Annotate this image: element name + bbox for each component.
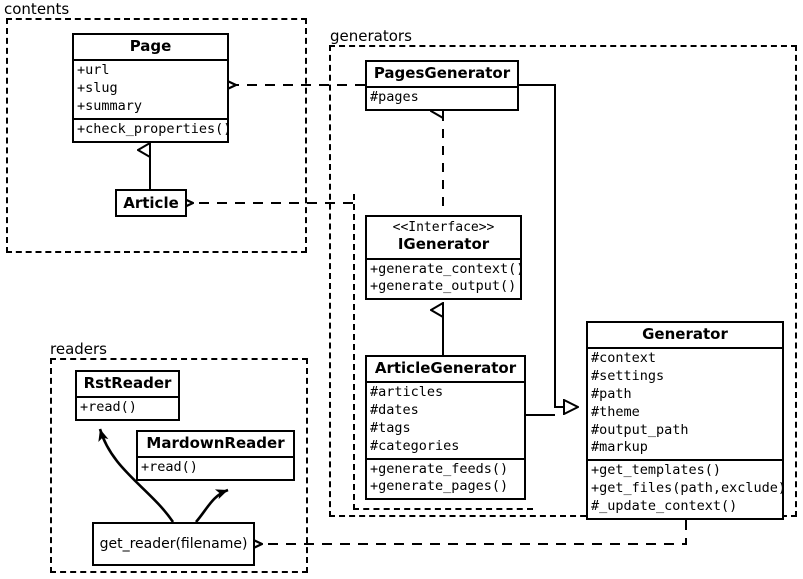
class-attributes-page: +url +slug +summary — [74, 59, 227, 117]
class-methods-article-generator: +generate_feeds() +generate_pages() — [367, 457, 524, 499]
package-frame-contents — [6, 18, 307, 253]
class-methods-generator: +get_templates() +get_files(path,exclude… — [588, 459, 787, 517]
method: +generate_pages() — [370, 478, 509, 495]
attribute: #output_path — [591, 421, 689, 438]
class-stereotype-igenerator: <<Interface>> — [392, 220, 495, 235]
attribute: #theme — [591, 403, 640, 420]
attribute: #path — [591, 385, 632, 402]
class-title-pages-generator: PagesGenerator — [373, 64, 511, 82]
function-box-get-reader[interactable]: get_reader(filename) — [92, 522, 255, 566]
method: +check_properties() — [77, 120, 232, 137]
class-title-article: Article — [123, 194, 179, 212]
method: +read() — [141, 459, 198, 476]
package-label-generators: generators — [330, 27, 412, 45]
method: +get_files(path,exclude) — [591, 479, 787, 496]
attribute: #articles — [370, 384, 444, 401]
attribute: #categories — [370, 437, 460, 454]
package-frame-readers — [50, 358, 308, 573]
class-title-article-generator: ArticleGenerator — [374, 359, 517, 377]
class-methods-rst-reader: +read() — [77, 396, 178, 419]
method: +generate_context() — [370, 260, 525, 277]
class-title-rst-reader: RstReader — [83, 374, 172, 392]
method: +generate_feeds() — [370, 460, 509, 477]
class-methods-igenerator: +generate_context() +generate_output() — [367, 257, 525, 299]
class-name-igenerator: IGenerator — [397, 235, 490, 254]
class-box-page[interactable]: Page +url +slug +summary +check_properti… — [72, 33, 232, 143]
class-box-mardown-reader[interactable]: MardownReader +read() — [136, 430, 295, 482]
package-label-contents: contents — [4, 0, 70, 18]
class-methods-mardown-reader: +read() — [138, 456, 293, 479]
class-box-article[interactable]: Article — [115, 189, 187, 217]
class-attributes-pages-generator: #pages — [367, 86, 517, 109]
attribute: #tags — [370, 419, 411, 436]
attribute: #pages — [370, 89, 419, 106]
function-label-get-reader: get_reader(filename) — [99, 536, 248, 552]
method: +get_templates() — [591, 462, 722, 479]
attribute: +url — [77, 62, 110, 79]
class-box-rst-reader[interactable]: RstReader +read() — [75, 370, 180, 422]
class-title-igenerator: <<Interface>> IGenerator — [367, 217, 520, 258]
class-attributes-article-generator: #articles #dates #tags #categories — [367, 381, 524, 457]
attribute: +slug — [77, 80, 118, 97]
method: +read() — [80, 399, 137, 416]
method: #_update_context() — [591, 497, 738, 514]
attribute: +summary — [77, 97, 143, 114]
attribute: #context — [591, 350, 657, 367]
class-box-pages-generator[interactable]: PagesGenerator #pages — [365, 60, 519, 112]
class-methods-page: +check_properties() — [74, 117, 232, 141]
class-title-generator: Generator — [642, 325, 728, 343]
attribute: #markup — [591, 439, 648, 456]
attribute: #settings — [591, 368, 665, 385]
attribute: #dates — [370, 402, 419, 419]
class-title-page: Page — [129, 37, 172, 55]
class-box-igenerator[interactable]: <<Interface>> IGenerator +generate_conte… — [365, 215, 525, 301]
class-box-article-generator[interactable]: ArticleGenerator #articles #dates #tags … — [365, 355, 526, 501]
class-attributes-generator: #context #settings #path #theme #output_… — [588, 347, 782, 459]
package-label-readers: readers — [50, 340, 107, 358]
class-box-generator[interactable]: Generator #context #settings #path #them… — [586, 321, 787, 520]
class-title-mardown-reader: MardownReader — [146, 434, 285, 452]
method: +generate_output() — [370, 278, 517, 295]
